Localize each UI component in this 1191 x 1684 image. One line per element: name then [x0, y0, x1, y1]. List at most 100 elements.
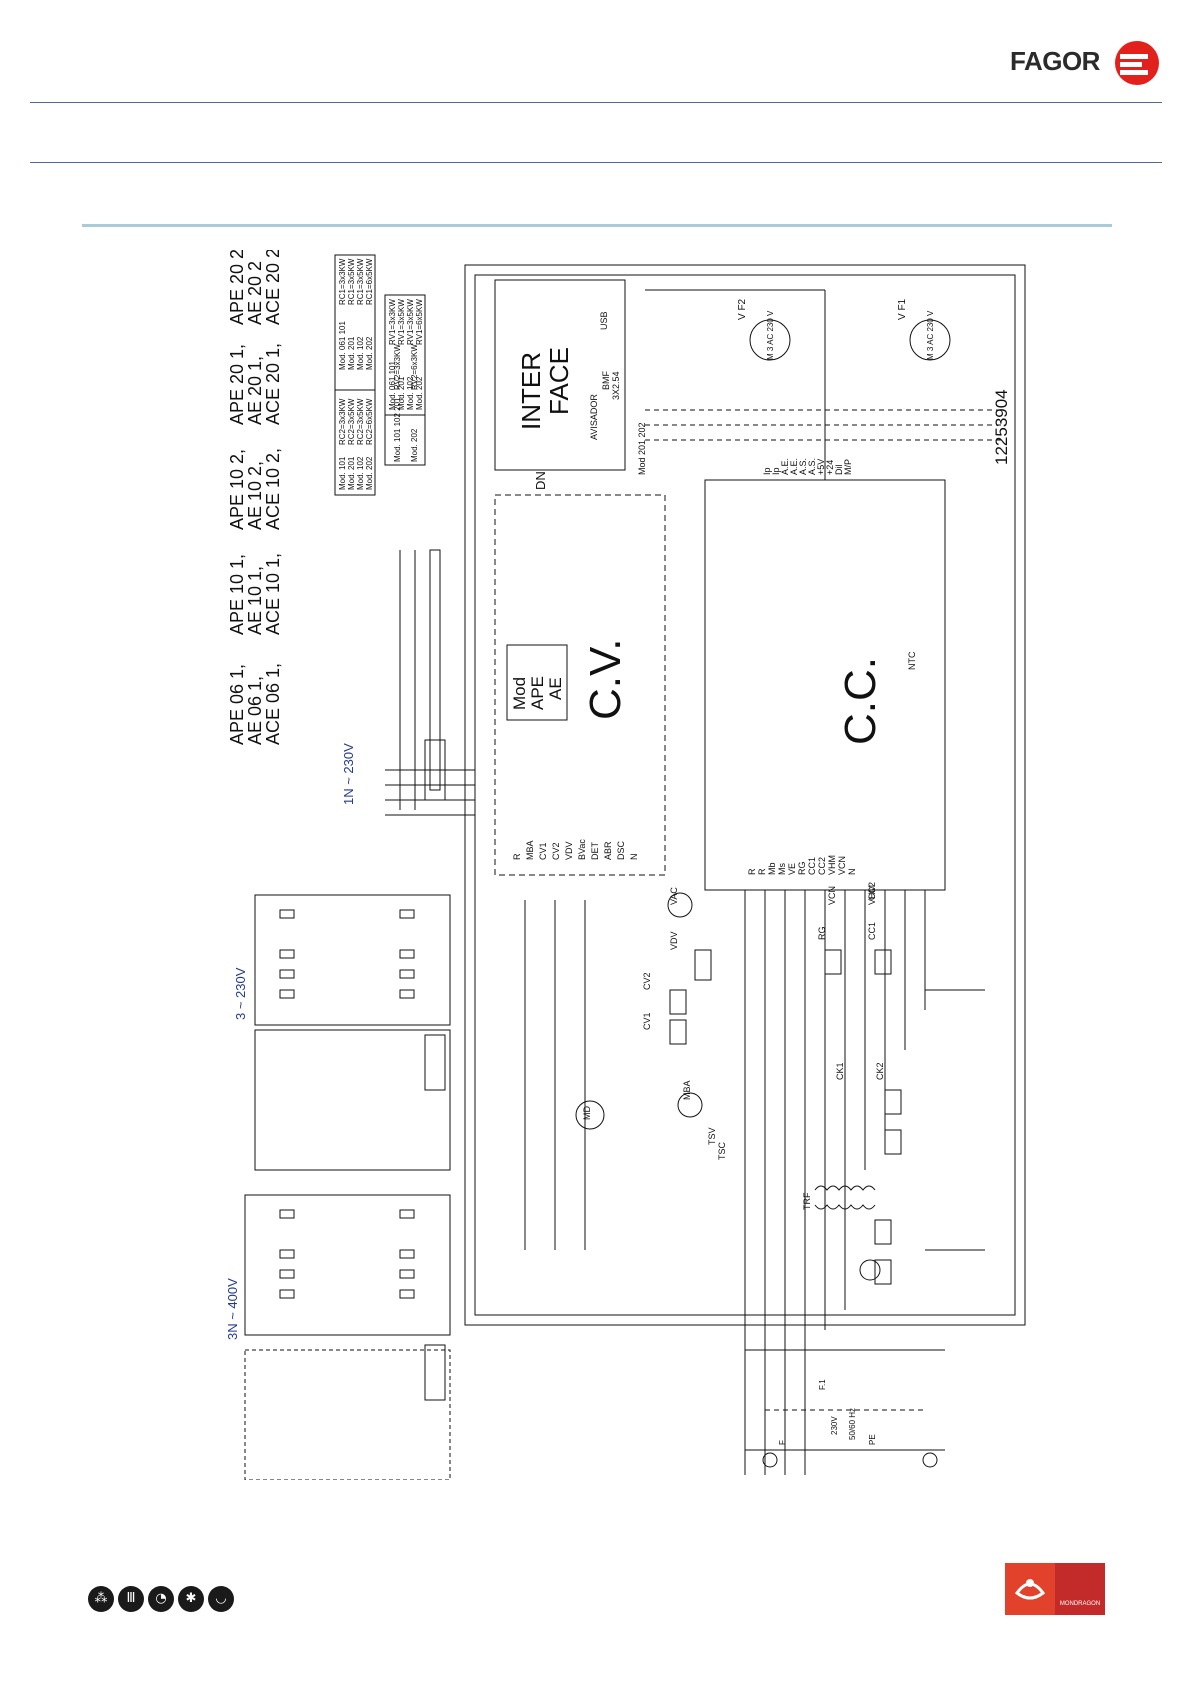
relay-label-2: CV1 — [642, 1012, 652, 1030]
cc-top-label-8: Dil — [834, 465, 844, 476]
rc1-row-1b: RC1=3x3KW — [338, 258, 347, 305]
rv2-row-1a: Mod. 101 102 201 — [393, 397, 402, 462]
rv1-row-3a: Mod. 102 — [406, 376, 415, 410]
rc1-row-3b: RC1=3x5KW — [356, 258, 365, 305]
rc1-row-3a: Mod. 102 — [356, 336, 365, 370]
rv2-row-2b: RV2=6x3KW — [410, 344, 419, 390]
supply-label-single: 1N ~ 230V — [341, 743, 356, 805]
rv1-row-1b: RV1=3x3KW — [388, 299, 397, 345]
cc-input-label-4: VE — [787, 863, 797, 875]
relay-label-12: MD — [582, 1106, 592, 1120]
relay-label-8: VHM — [867, 885, 877, 905]
ntc-label: NTC — [907, 651, 917, 670]
relay-label-7: VCN — [827, 886, 837, 905]
model-row-1: APE 06 1, — [227, 664, 247, 745]
supply-label-three-230: 3 ~ 230V — [233, 967, 248, 1020]
rv2-row-2a: Mod. 202 — [410, 428, 419, 462]
model-row-5b: AE 20 2 — [245, 261, 265, 325]
cc-top-label-1: Ip — [771, 467, 781, 475]
cc-input-label-8: VHM — [827, 855, 837, 875]
model-row-2c: ACE 10 1, — [263, 553, 283, 635]
rc1-row-4b: RC1=6x5KW — [365, 258, 374, 305]
cc-label: C.C. — [836, 657, 885, 745]
motor-m1-label: M 3 AC 230 V — [926, 310, 935, 360]
cv-input-label-0: R — [512, 853, 522, 860]
mod-label-1: Mod — [510, 677, 529, 710]
laundry-icon: ◡ — [208, 1586, 234, 1612]
supply-bottom-label-2: PE — [868, 1434, 877, 1445]
rc-row-3b: RC2=3x5KW — [356, 398, 365, 445]
motor-m2-label: M 3 AC 230 V — [766, 310, 775, 360]
rc-row-2b: RC2=3x5KW — [347, 398, 356, 445]
model-row-4: APE 20 1, — [227, 344, 247, 425]
avisador-label: AVISADOR — [589, 394, 599, 440]
rv1-row-4a: Mod. 202 — [415, 376, 424, 410]
rv1-row-2b: RV1=3x5KW — [397, 299, 406, 345]
rc-row-1b: RC2=3x3KW — [338, 398, 347, 445]
cv-input-label-3: CV2 — [551, 842, 561, 860]
cc-input-label-9: VCN — [837, 856, 847, 875]
cc-top-label-6: +5V — [816, 459, 826, 475]
brand-logo: FAGOR — [1010, 40, 1160, 86]
model-row-5c: ACE 20 2 — [263, 250, 283, 325]
cc-top-label-3: A.E. — [789, 458, 799, 475]
brand-name: FAGOR — [1010, 46, 1100, 76]
relay-label-13: TRF — [802, 1192, 812, 1210]
relay-label-9: VDV — [669, 931, 679, 950]
cv-label: C.V. — [581, 638, 630, 720]
cc-input-label-7: CC2 — [817, 857, 827, 875]
mod-label-3: AE — [546, 677, 565, 700]
cc-input-label-3: Ms — [777, 863, 787, 875]
rc-row-2a: Mod. 201 — [347, 456, 356, 490]
cc-input-label-0: R — [747, 868, 757, 875]
model-row-3c: ACE 10 2, — [263, 448, 283, 530]
model-row-4b: AE 20 1, — [245, 356, 265, 425]
supply-bottom-label-0: 230V — [830, 1416, 839, 1435]
relay-label-0: CK1 — [835, 1062, 845, 1080]
model-row-3: APE 10 2, — [227, 449, 247, 530]
cc-input-label-5: RG — [797, 862, 807, 876]
model-row-5: APE 20 2 — [227, 250, 247, 325]
rc1-row-2a: Mod. 201 — [347, 336, 356, 370]
rv1-row-3b: RV1=3x5KW — [406, 299, 415, 345]
section-rule — [82, 224, 1112, 227]
cv-input-label-6: DET — [590, 841, 600, 860]
dn-label: DN — [533, 471, 548, 490]
header-rule-top — [30, 102, 1162, 103]
relay-label-1: CK2 — [875, 1062, 885, 1080]
bmf-label: BMF — [601, 371, 611, 391]
rc-row-4b: RC2=6x5KW — [365, 398, 374, 445]
bmf-pins-label: 3X2.54 — [611, 371, 621, 400]
rv1-row-1a: Mod. 061 101 — [388, 361, 397, 410]
cc-top-label-0: Ip — [762, 467, 772, 475]
rv2-row-1b: RV2=3x3KW — [393, 344, 402, 390]
model-row-1c: ACE 06 1, — [263, 663, 283, 745]
relay-label-4: CC1 — [867, 922, 877, 940]
wiring-diagram: APE 06 1, AE 06 1, ACE 06 1, APE 10 1, A… — [225, 250, 1026, 1480]
cv-input-label-8: DSC — [616, 840, 626, 860]
cold-icon: ✱ — [178, 1586, 204, 1612]
fagor-logo-icon — [1115, 41, 1159, 85]
rc1-row-1a: Mod. 061 101 — [338, 321, 347, 370]
rc-row-3a: Mod. 102 — [356, 456, 365, 490]
model-row-4c: ACE 20 1, — [263, 343, 283, 425]
relay-label-5: CC2 — [867, 882, 877, 900]
header-rule-bottom — [30, 162, 1162, 163]
cc-input-label-6: CC1 — [807, 857, 817, 875]
model-row-3b: AE 10 2, — [245, 461, 265, 530]
cv-input-label-2: CV1 — [538, 842, 548, 860]
mod-201-202-label: Mod 201 202 — [637, 422, 647, 475]
rc-row-1a: Mod. 101 — [338, 456, 347, 490]
footer-icons: ⁂ Ⅲ ◔ ✱ ◡ — [88, 1586, 234, 1614]
cv-input-label-4: VDV — [564, 841, 574, 860]
cc-top-label-7: +24 — [825, 460, 835, 475]
rc1-row-2b: RC1=3x5KW — [347, 258, 356, 305]
rv1-row-2a: Mod. 201 — [397, 376, 406, 410]
cc-top-label-9: M/P — [843, 459, 853, 475]
usb-label: USB — [599, 311, 609, 330]
relay-label-14: TSV — [707, 1127, 717, 1145]
cv-input-label-5: BVac — [577, 839, 587, 860]
model-row-2: APE 10 1, — [227, 554, 247, 635]
cc-top-label-2: A.E. — [780, 458, 790, 475]
cc-top-label-4: A.S. — [798, 458, 808, 475]
